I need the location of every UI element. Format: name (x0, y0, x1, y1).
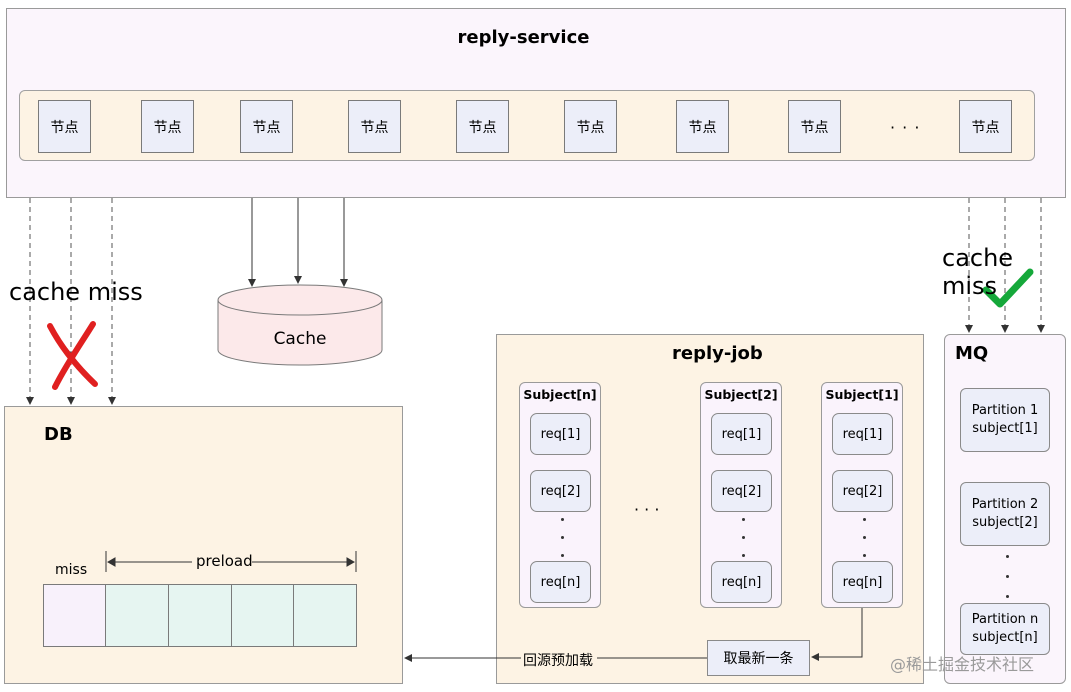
service-node: 节点 (564, 100, 617, 153)
dot (1006, 575, 1009, 578)
dot (863, 536, 866, 539)
reply-service-title: reply-service (457, 27, 590, 48)
preload-label: preload (194, 552, 255, 570)
db-title: DB (44, 424, 73, 445)
service-node: 节点 (240, 100, 293, 153)
dot (742, 554, 745, 557)
partition-subject: subject[2] (972, 515, 1038, 530)
req-box: req[2] (711, 470, 772, 512)
service-node: 节点 (959, 100, 1012, 153)
partition-box: Partition 1 subject[1] (960, 388, 1050, 452)
preload-cell (168, 584, 232, 647)
subject-label: Subject[1] (825, 387, 899, 402)
subject-ellipsis: · · · (634, 500, 660, 519)
cross-icon (47, 321, 98, 390)
fetch-latest-box: 取最新一条 (707, 640, 810, 676)
preload-cell (105, 584, 169, 647)
service-node: 节点 (456, 100, 509, 153)
service-node: 节点 (788, 100, 841, 153)
miss-cell (43, 584, 106, 647)
mq-title: MQ (955, 343, 989, 364)
cache-label: Cache (273, 329, 327, 349)
dot (561, 536, 564, 539)
preload-cell (293, 584, 357, 647)
req-box: req[n] (711, 561, 772, 603)
dot (863, 554, 866, 557)
right-cache-miss-label: cache miss (942, 244, 1014, 300)
watermark: @稀土掘金技术社区 (890, 655, 1035, 674)
service-node: 节点 (38, 100, 91, 153)
miss-label: miss (55, 562, 88, 578)
db-dashed-arrows (26, 198, 116, 405)
partition-subject: subject[1] (972, 421, 1038, 436)
partition-subject: subject[n] (972, 630, 1038, 645)
service-node: 节点 (348, 100, 401, 153)
subject-label: Subject[2] (704, 387, 778, 402)
check-icon (982, 268, 1034, 308)
preload-dimension (105, 551, 357, 572)
req-box: req[n] (832, 561, 893, 603)
partition-box: Partition n subject[n] (960, 603, 1050, 655)
partition-name: Partition n (971, 612, 1039, 627)
req-box: req[2] (832, 470, 893, 512)
subject-box: Subject[n] req[1] req[2] req[n] (519, 382, 601, 608)
service-node: 节点 (676, 100, 729, 153)
subject-to-fetch-arrow (811, 608, 863, 661)
dot (1006, 555, 1009, 558)
req-box: req[1] (711, 413, 772, 455)
req-box: req[2] (530, 470, 591, 512)
service-node: 节点 (141, 100, 194, 153)
dot (742, 518, 745, 521)
partition-name: Partition 1 (971, 403, 1039, 418)
subject-label: Subject[n] (523, 387, 597, 402)
dot (561, 518, 564, 521)
req-box: req[1] (530, 413, 591, 455)
req-box: req[1] (832, 413, 893, 455)
dot (742, 536, 745, 539)
req-box: req[n] (530, 561, 591, 603)
mq-dashed-arrows (965, 198, 1045, 333)
backfill-label: 回源预加载 (522, 650, 594, 670)
cache-cylinder (217, 284, 383, 366)
dot (863, 518, 866, 521)
partition-name: Partition 2 (971, 497, 1039, 512)
dot (1006, 595, 1009, 598)
partition-box: Partition 2 subject[2] (960, 482, 1050, 546)
node-ellipsis: · · · (890, 118, 921, 137)
cache-arrows (248, 198, 348, 287)
dot (561, 554, 564, 557)
reply-job-title: reply-job (672, 343, 763, 364)
subject-box: Subject[1] req[1] req[2] req[n] (821, 382, 903, 608)
subject-box: Subject[2] req[1] req[2] req[n] (700, 382, 782, 608)
left-cache-miss-label: cache miss (9, 278, 143, 306)
